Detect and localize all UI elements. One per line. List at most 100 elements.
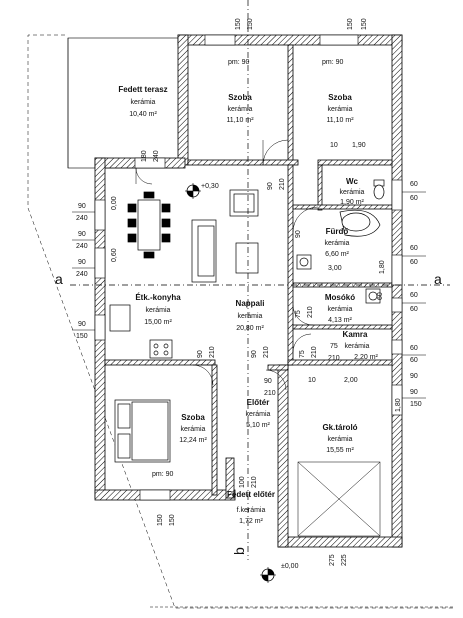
- dimension: 60: [410, 245, 418, 252]
- dimension: 90: [197, 350, 204, 358]
- parapet-height: pm: 90: [228, 59, 250, 66]
- room-name-szoba: Szoba: [228, 93, 252, 102]
- inner-wall: [287, 164, 294, 366]
- sofa: [191, 219, 217, 283]
- sink-bathroom: [296, 254, 312, 270]
- room-area: 15,00 m²: [144, 319, 172, 326]
- dimension: 10: [330, 142, 338, 149]
- room-material: kerámia: [345, 343, 370, 350]
- room-material: kerámia: [325, 240, 350, 247]
- section-label-b: b: [231, 547, 247, 555]
- level-marker-icon: [185, 183, 201, 199]
- room-name-fedett-eloter: Fedett előtér: [227, 490, 275, 499]
- coffee-table: [235, 242, 259, 274]
- dimension: 150: [169, 514, 176, 526]
- windows: [94, 34, 403, 501]
- dimension: 90: [78, 321, 86, 328]
- room-area: 4,13 m²: [328, 317, 352, 324]
- dimension: 150: [361, 18, 368, 30]
- room-material: kerámia: [328, 106, 353, 113]
- dimension: 210: [209, 346, 216, 358]
- dimension: 3,00: [328, 265, 342, 272]
- garage-door: [297, 461, 381, 537]
- dimension: 2,00: [344, 377, 358, 384]
- inner-wall: [211, 364, 218, 496]
- room-area: 6,60 m²: [325, 251, 349, 258]
- dimension: 150: [410, 401, 422, 408]
- section-label-a: a: [434, 271, 442, 287]
- level-value: ±0,00: [281, 563, 299, 570]
- room-area: 5,10 m²: [246, 422, 270, 429]
- dimension: 90: [78, 259, 86, 266]
- dimension: 75: [295, 310, 302, 318]
- bathtub: [339, 209, 381, 237]
- dimension: 210: [263, 346, 270, 358]
- room-area: 10,40 m²: [129, 111, 157, 118]
- dimension: 1,80: [379, 260, 386, 274]
- section-label-a: a: [55, 271, 63, 287]
- dimension: 150: [235, 18, 242, 30]
- room-material: kerámia: [146, 307, 171, 314]
- room-material: kerámia: [246, 411, 271, 418]
- inner-wall: [287, 44, 294, 166]
- inner-wall: [292, 324, 393, 330]
- room-name-furdo: Fürdő: [326, 227, 349, 236]
- room-material: kerámia: [228, 106, 253, 113]
- outer-wall: [177, 34, 189, 166]
- room-name-gk-tarolo: Gk.tároló: [322, 423, 357, 432]
- dimension: 150: [347, 18, 354, 30]
- room-area: 2,20 m²: [354, 354, 378, 361]
- dimension: 90: [264, 378, 272, 385]
- dimension: 240: [76, 215, 88, 222]
- room-name-kamra: Kamra: [343, 330, 368, 339]
- dimension: 150: [157, 514, 164, 526]
- dimension: 240: [153, 150, 160, 162]
- room-area: 11,10 m²: [326, 117, 354, 124]
- level-value: +0,30: [201, 183, 219, 190]
- dimension: 75: [330, 343, 338, 350]
- dimension: 60: [410, 292, 418, 299]
- dimension: 90: [267, 182, 274, 190]
- dimension: 75: [299, 350, 306, 358]
- dimension: 90: [78, 231, 86, 238]
- bed: [114, 399, 171, 463]
- washing-machine: [365, 288, 381, 304]
- dimension: 90: [410, 389, 418, 396]
- room-material: kerámia: [131, 99, 156, 106]
- dimension: 90: [410, 373, 418, 380]
- room-name-etk-konyha: Étk.-konyha: [135, 293, 181, 302]
- dining-table: [127, 191, 171, 259]
- room-name-wc: Wc: [346, 177, 359, 186]
- dimension: 60: [410, 259, 418, 266]
- dimension-lines: [72, 191, 426, 399]
- room-area: 15,55 m²: [326, 447, 354, 454]
- dimension: 60: [410, 181, 418, 188]
- dimension: 90: [251, 350, 258, 358]
- room-material: kerámia: [181, 426, 206, 433]
- inner-wall: [267, 364, 289, 371]
- room-area: 20,80 m²: [236, 325, 264, 332]
- inner-wall: [187, 159, 299, 166]
- room-area: 12,24 m²: [179, 437, 207, 444]
- dimension: 100: [239, 476, 246, 488]
- room-material: f.kerámia: [237, 507, 266, 514]
- room-area: 11,10 m²: [226, 117, 254, 124]
- dimension: 210: [311, 346, 318, 358]
- dimension: 1,90: [352, 142, 366, 149]
- inner-wall: [104, 359, 216, 366]
- outer-wall: [225, 457, 235, 499]
- dimension: 210: [251, 476, 258, 488]
- room-material: kerámia: [328, 436, 353, 443]
- dimension: 60: [410, 195, 418, 202]
- dimension: 60: [410, 345, 418, 352]
- dimension: 0,00: [111, 196, 118, 210]
- level-marker-icon: [260, 567, 276, 583]
- dimension: 210: [328, 355, 340, 362]
- room-name-fedett-terasz: Fedett terasz: [118, 85, 167, 94]
- kitchen-counter: [109, 304, 173, 359]
- dimension: 90: [78, 203, 86, 210]
- dimension: 210: [264, 390, 276, 397]
- dimension: 240: [76, 243, 88, 250]
- room-name-mosoko: Mosókó: [325, 293, 355, 302]
